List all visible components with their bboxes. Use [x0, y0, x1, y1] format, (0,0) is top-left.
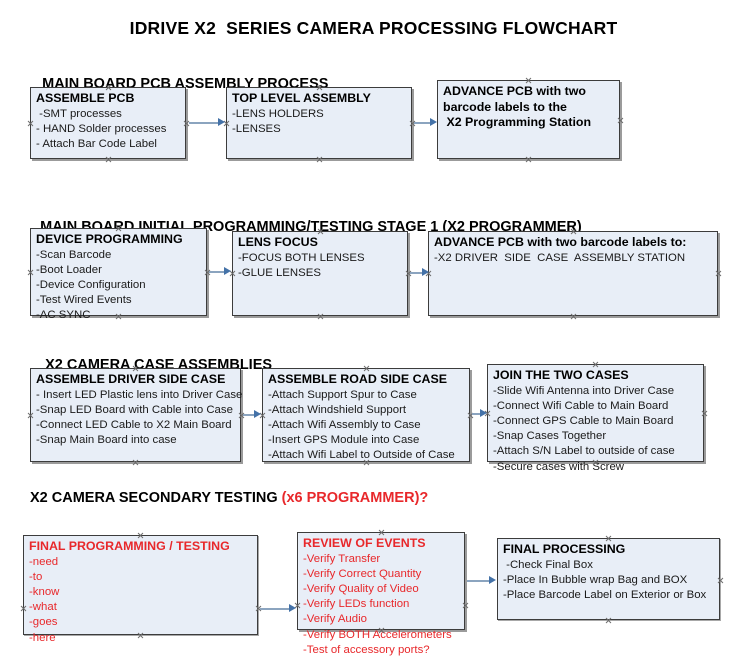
- node-line: -Verify Quality of Video: [303, 582, 419, 595]
- node-line: -Verify Audio: [303, 613, 367, 626]
- connector-device-programming-to-lens-focus: [209, 271, 224, 273]
- node-title: FINAL PROGRAMMING / TESTING: [29, 539, 230, 553]
- arrowhead-icon: [289, 604, 296, 612]
- node-line: -X2 DRIVER SIDE CASE ASSEMBLY STATION: [434, 251, 686, 264]
- node-line: -Test of accessory ports?: [303, 643, 430, 656]
- node-title: ASSEMBLE DRIVER SIDE CASE: [36, 372, 226, 386]
- section-heading-accent: (x6 PROGRAMMER)?: [281, 490, 429, 506]
- node-line: -Attach S/N Label to outside of case: [493, 445, 675, 458]
- node-device-programming[interactable]: DEVICE PROGRAMMING -Scan Barcode -Boot L…: [30, 228, 207, 321]
- node-title: FINAL PROCESSING: [503, 542, 626, 556]
- node-line: -Place Barcode Label on Exterior or Box: [503, 588, 707, 601]
- node-title: LENS FOCUS: [238, 235, 318, 249]
- node-line: -Connect GPS Cable to Main Board: [493, 414, 674, 427]
- node-line: -Verify LEDs function: [303, 598, 410, 611]
- node-assemble-road-side-case[interactable]: ASSEMBLE ROAD SIDE CASE -Attach Support …: [262, 368, 470, 462]
- node-line: - HAND Solder processes: [36, 122, 167, 135]
- node-line: -Attach Windshield Support: [268, 403, 407, 416]
- arrowhead-icon: [422, 268, 429, 276]
- node-line: -know: [29, 585, 60, 598]
- node-line: -Scan Barcode: [36, 248, 112, 261]
- node-line: -LENSES: [232, 122, 281, 135]
- node-line: -what: [29, 601, 57, 614]
- node-assemble-pcb[interactable]: ASSEMBLE PCB -SMT processes - HAND Solde…: [30, 87, 186, 159]
- node-line: -to: [29, 570, 43, 583]
- section-heading-x2-camera-secondary-testing: X2 CAMERA SECONDARY TESTING (x6 PROGRAMM…: [30, 490, 428, 506]
- node-line: -Snap Main Board into case: [36, 434, 177, 447]
- node-final-programming-testing[interactable]: FINAL PROGRAMMING / TESTING -need -to -k…: [23, 535, 258, 644]
- node-line: -Snap Cases Together: [493, 430, 607, 443]
- node-advance-pcb-programming-station[interactable]: ADVANCE PCB with two barcode labels to t…: [437, 80, 620, 159]
- node-line: -GLUE LENSES: [238, 266, 321, 279]
- connector-review-to-final-processing: [467, 580, 489, 582]
- node-line: -Connect Wifi Cable to Main Board: [493, 399, 669, 412]
- node-line: -Verify BOTH Accelerometers: [303, 628, 452, 641]
- node-title: ASSEMBLE ROAD SIDE CASE: [268, 372, 447, 386]
- node-title: ADVANCE PCB with two: [443, 84, 586, 98]
- connector-final-prog-to-review: [260, 608, 289, 610]
- node-line: -Attach Wifi Label to Outside of Case: [268, 449, 455, 462]
- node-line: -need: [29, 555, 59, 568]
- node-line: -Check Final Box: [503, 558, 593, 571]
- node-line: -Snap LED Board with Cable into Case: [36, 403, 233, 416]
- node-line: -SMT processes: [36, 107, 122, 120]
- node-line: -Secure cases with Screw: [493, 460, 625, 473]
- node-line: barcode labels to the: [443, 99, 567, 114]
- node-line: -Connect LED Cable to X2 Main Board: [36, 418, 232, 431]
- node-review-of-events[interactable]: REVIEW OF EVENTS -Verify Transfer -Verif…: [297, 532, 465, 656]
- arrowhead-icon: [224, 267, 231, 275]
- node-line: - Attach Bar Code Label: [36, 137, 157, 150]
- node-line: -Verify Transfer: [303, 552, 381, 565]
- node-line: - Insert LED Plastic lens into Driver Ca…: [36, 388, 243, 401]
- node-line: -Device Configuration: [36, 278, 146, 291]
- arrowhead-icon: [430, 118, 437, 126]
- node-line: -goes: [29, 616, 58, 629]
- node-title: ADVANCE PCB with two barcode labels to:: [434, 235, 687, 249]
- node-join-the-two-cases[interactable]: JOIN THE TWO CASES -Slide Wifi Antenna i…: [487, 364, 704, 473]
- node-line: X2 Programming Station: [443, 115, 592, 129]
- connector-driver-case-to-road-case: [243, 414, 254, 416]
- connector-top-level-to-advance-pcb: [414, 122, 430, 124]
- node-assemble-driver-side-case[interactable]: ASSEMBLE DRIVER SIDE CASE - Insert LED P…: [30, 368, 243, 462]
- node-line: -Insert GPS Module into Case: [268, 434, 420, 447]
- node-advance-pcb-driver-side-case[interactable]: ADVANCE PCB with two barcode labels to: …: [428, 231, 718, 316]
- node-lens-focus[interactable]: LENS FOCUS -FOCUS BOTH LENSES -GLUE LENS…: [232, 231, 408, 316]
- node-title: REVIEW OF EVENTS: [303, 536, 426, 550]
- section-heading-text: X2 CAMERA SECONDARY TESTING: [30, 490, 282, 506]
- page-title: IDRIVE X2 SERIES CAMERA PROCESSING FLOWC…: [129, 18, 618, 38]
- arrowhead-icon: [218, 118, 225, 126]
- node-final-processing[interactable]: FINAL PROCESSING -Check Final Box -Place…: [497, 538, 720, 620]
- node-title: JOIN THE TWO CASES: [493, 368, 629, 382]
- arrowhead-icon: [254, 410, 261, 418]
- connector-assemble-pcb-to-top-level: [189, 122, 218, 124]
- node-line: -LENS HOLDERS: [232, 107, 324, 120]
- node-line: -AC SYNC: [36, 309, 91, 322]
- connector-lens-focus-to-advance-pcb-driver: [410, 272, 422, 274]
- arrowhead-icon: [489, 576, 496, 584]
- node-line: -Slide Wifi Antenna into Driver Case: [493, 384, 675, 397]
- node-line: -Verify Correct Quantity: [303, 567, 422, 580]
- node-title: DEVICE PROGRAMMING: [36, 232, 183, 246]
- node-line: -Test Wired Events: [36, 294, 132, 307]
- connector-road-case-to-join-cases: [472, 413, 480, 415]
- node-line: -Boot Loader: [36, 263, 102, 276]
- node-title: TOP LEVEL ASSEMBLY: [232, 91, 371, 105]
- node-top-level-assembly[interactable]: TOP LEVEL ASSEMBLY -LENS HOLDERS -LENSES: [226, 87, 412, 159]
- node-line: -Place In Bubble wrap Bag and BOX: [503, 573, 688, 586]
- arrowhead-icon: [480, 409, 487, 417]
- node-line: -here: [29, 631, 56, 644]
- node-line: -Attach Wifi Assembly to Case: [268, 418, 421, 431]
- node-line: -FOCUS BOTH LENSES: [238, 251, 365, 264]
- node-line: -Attach Support Spur to Case: [268, 388, 417, 401]
- node-title: ASSEMBLE PCB: [36, 91, 135, 105]
